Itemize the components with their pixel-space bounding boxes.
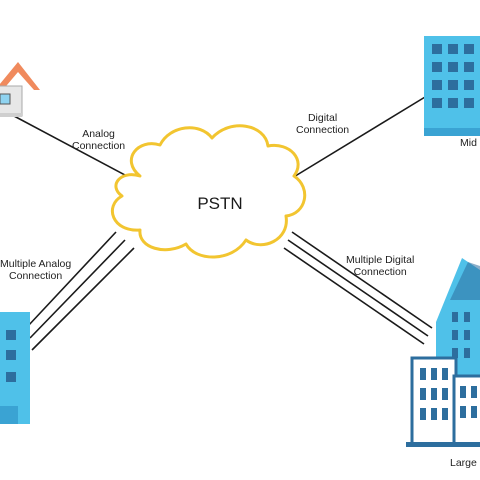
multi-analog-connection-label: Multiple Analog Connection — [0, 258, 72, 282]
multi-digital-connection-lines — [283, 231, 433, 345]
pstn-label: PSTN — [197, 194, 243, 213]
analog-connection-line — [13, 115, 141, 184]
mid-node-label: Mid — [460, 137, 477, 149]
large-building-icon — [406, 258, 480, 447]
small-building-icon — [0, 312, 30, 424]
pstn-cloud-icon — [110, 124, 307, 259]
house-icon — [0, 62, 40, 117]
digital-connection-label: Digital Connection — [296, 112, 350, 136]
multi-digital-connection-label: Multiple Digital Connection — [346, 254, 415, 278]
large-node-label: Large — [450, 457, 477, 469]
mid-building-icon — [424, 36, 480, 136]
analog-connection-label: Analog Connection — [72, 128, 126, 152]
digital-connection-line — [291, 93, 431, 179]
multi-analog-connection-lines — [27, 231, 135, 351]
